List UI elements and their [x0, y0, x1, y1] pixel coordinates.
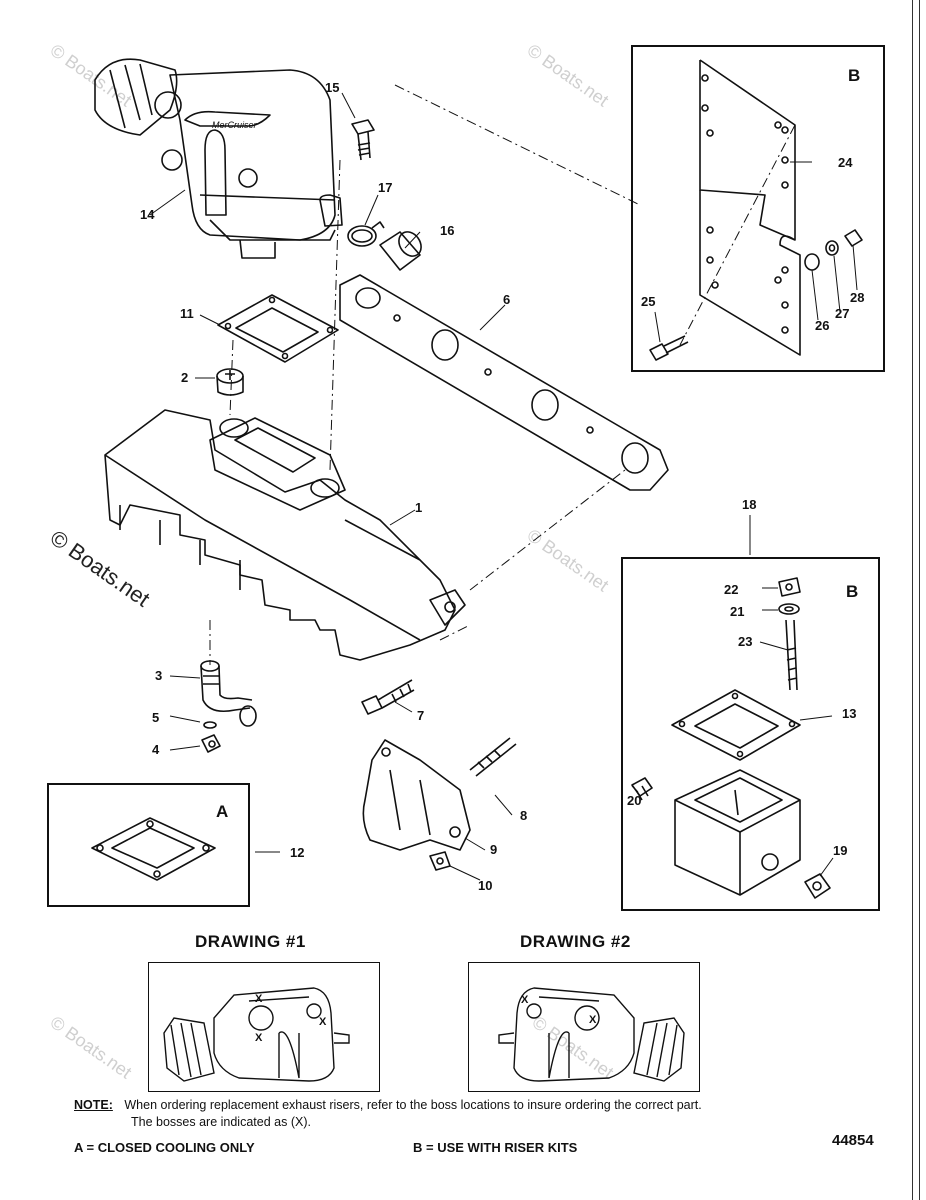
callout-25: 25: [641, 294, 656, 309]
panel-closed-cooling: [47, 783, 250, 907]
boss-mark: X: [319, 1016, 327, 1028]
note-label: NOTE:: [74, 1098, 113, 1112]
callout-6: 6: [503, 292, 511, 307]
drawing-1-title: DRAWING #1: [195, 932, 306, 951]
drawing-1-box: X X X: [148, 962, 380, 1092]
callout-16: 16: [440, 223, 455, 238]
callout-24: 24: [838, 155, 853, 170]
o-ring-5: [203, 721, 217, 729]
boss-mark: X: [255, 993, 263, 1005]
fitting-4: [201, 734, 221, 753]
callout-28: 28: [850, 290, 865, 305]
riser-gasket-13: [671, 689, 801, 761]
panel-riser-kit: [621, 557, 880, 911]
watermark: © Boats.net: [46, 1012, 136, 1083]
elbow-fitting-3: [200, 660, 257, 727]
callout-17: 17: [378, 180, 393, 195]
boss-mark: X: [521, 994, 529, 1006]
drawing-2-box: X X: [468, 962, 700, 1092]
note-line-2: The bosses are indicated as (X).: [131, 1115, 311, 1129]
callout-4: 4: [152, 742, 160, 757]
panel-label-b: B: [848, 66, 861, 85]
callout-26: 26: [815, 318, 830, 333]
panel-label-a: A: [216, 802, 229, 821]
plug-19: [804, 873, 831, 899]
nut-10: [429, 851, 451, 871]
exhaust-gasket-6: [339, 274, 669, 491]
callout-8: 8: [520, 808, 528, 823]
panel-label-b: B: [846, 582, 859, 601]
bracket-9: [362, 739, 471, 851]
callout-21: 21: [730, 604, 745, 619]
callout-14: 14: [140, 207, 155, 222]
closed-cooling-gasket-12: [91, 817, 216, 881]
note-line-1: When ordering replacement exhaust risers…: [124, 1098, 702, 1112]
plug-2: [216, 368, 244, 396]
exhaust-elbow: MerCruiser: [94, 58, 343, 259]
elbow-drawing-1: X X X: [163, 987, 350, 1082]
boss-mark: X: [589, 1014, 597, 1026]
callout-9: 9: [490, 842, 498, 857]
bolt-25: [649, 335, 689, 361]
clamp-17: [347, 221, 385, 247]
callout-27: 27: [835, 306, 850, 321]
callout-3: 3: [155, 668, 163, 683]
boss-mark: X: [255, 1032, 263, 1044]
washer-21: [778, 603, 800, 615]
panel-riser-kit-plate: [631, 45, 885, 372]
legend-a: A = CLOSED COOLING ONLY: [74, 1140, 255, 1155]
callout-15: 15: [325, 80, 340, 95]
legend-b: B = USE WITH RISER KITS: [413, 1140, 578, 1155]
svg-text:MerCruiser: MerCruiser: [212, 120, 258, 130]
bolt-15: [351, 119, 375, 161]
elbow-drawing-2: X X: [498, 987, 685, 1082]
sleeve-16: [379, 231, 422, 271]
callout-2: 2: [181, 370, 189, 385]
note-text: NOTE: When ordering replacement exhaust …: [74, 1097, 702, 1114]
callout-20: 20: [627, 793, 642, 808]
stud-8: [469, 737, 517, 777]
callout-12: 12: [290, 845, 305, 860]
callout-22: 22: [724, 582, 739, 597]
drawing-2-title: DRAWING #2: [520, 932, 631, 951]
exploded-parts-diagram: MerCruiser: [91, 58, 863, 899]
callout-11: 11: [180, 306, 194, 321]
exhaust-manifold-1: [104, 409, 466, 661]
callout-13: 13: [842, 706, 857, 721]
callout-23: 23: [738, 634, 753, 649]
callout-10: 10: [478, 878, 493, 893]
stud-23: [785, 619, 798, 691]
riser-gasket-11: [217, 294, 339, 363]
callout-1: 1: [415, 500, 423, 515]
riser-plate-24: [699, 59, 801, 356]
bolt-7: [361, 679, 415, 715]
callout-7: 7: [417, 708, 425, 723]
page-edge-line: [919, 0, 920, 1200]
callout-19: 19: [833, 843, 848, 858]
riser-block: [674, 769, 801, 896]
page-edge-line: [912, 0, 913, 1200]
callout-5: 5: [152, 710, 160, 725]
callout-18: 18: [742, 497, 757, 512]
diagram-number: 44854: [832, 1132, 874, 1149]
nut-22: [778, 577, 801, 597]
